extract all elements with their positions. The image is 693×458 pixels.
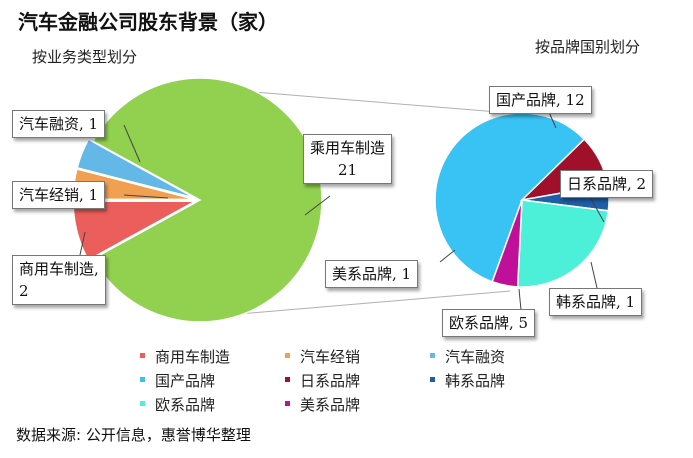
leader-line-passenger-car bbox=[304, 195, 331, 216]
leader-line-dealer bbox=[123, 194, 169, 199]
legend-label: 欧系品牌 bbox=[155, 396, 216, 414]
legend-label: 日系品牌 bbox=[300, 372, 361, 390]
leader-line-european-brand bbox=[518, 288, 522, 311]
data-label-us-brand: 美系品牌, 1 bbox=[325, 260, 419, 288]
leader-line-japanese-brand bbox=[589, 196, 605, 223]
data-label-european-brand: 欧系品牌, 5 bbox=[442, 309, 536, 337]
right-pie-subtitle: 按品牌国别划分 bbox=[535, 38, 641, 56]
legend-swatch bbox=[285, 377, 290, 382]
leader-line-us-brand bbox=[439, 249, 456, 263]
data-label-auto-finance: 汽车融资, 1 bbox=[12, 110, 106, 138]
data-label-passenger-car-value: 21 bbox=[337, 161, 358, 179]
legend-label: 汽车经销 bbox=[300, 348, 361, 366]
legend-item-auto-finance: 汽车融资 bbox=[430, 346, 505, 367]
data-label-korean-brand: 韩系品牌, 1 bbox=[549, 288, 643, 316]
legend-item-european-brand: 欧系品牌 bbox=[140, 394, 215, 415]
data-label-commercial-vehicle: 商用车制造, 2 bbox=[12, 255, 106, 305]
data-label-commercial-vehicle-value: 2 bbox=[19, 282, 29, 300]
pie-slice-- bbox=[76, 138, 196, 199]
data-label-japanese-brand: 日系品牌, 2 bbox=[560, 170, 654, 198]
legend-item-dealer: 汽车经销 bbox=[285, 346, 360, 367]
legend-item-korean-brand: 韩系品牌 bbox=[430, 370, 505, 391]
pie-slice-- bbox=[92, 77, 323, 323]
data-label-domestic-brand: 国产品牌, 12 bbox=[489, 86, 592, 114]
legend-label: 韩系品牌 bbox=[445, 372, 506, 390]
pie-slice-- bbox=[491, 199, 523, 288]
legend-label: 商用车制造 bbox=[155, 348, 231, 366]
chart-title: 汽车金融公司股东背景（家） bbox=[18, 10, 278, 34]
legend-swatch bbox=[285, 353, 290, 358]
legend-swatch bbox=[285, 401, 290, 406]
pie-slice-- bbox=[434, 112, 586, 283]
pie-slice-- bbox=[516, 199, 610, 288]
legend-swatch bbox=[140, 401, 145, 406]
legend-swatch bbox=[140, 353, 145, 358]
data-label-dealer: 汽车经销, 1 bbox=[12, 181, 106, 209]
legend-item-domestic-brand: 国产品牌 bbox=[140, 370, 215, 391]
data-label-commercial-vehicle-name: 商用车制造, bbox=[19, 260, 99, 278]
leader-line-korean-brand bbox=[590, 261, 598, 289]
legend-swatch bbox=[430, 353, 435, 358]
legend-item-us-brand: 美系品牌 bbox=[285, 394, 360, 415]
legend-swatch bbox=[140, 377, 145, 382]
leader-line-commercial-vehicle bbox=[79, 231, 86, 256]
legend-label: 国产品牌 bbox=[155, 372, 216, 390]
legend-item-japanese-brand: 日系品牌 bbox=[285, 370, 360, 391]
data-label-passenger-car: 乘用车制造 21 bbox=[303, 134, 393, 184]
left-pie-subtitle: 按业务类型划分 bbox=[32, 48, 138, 66]
legend-swatch bbox=[430, 377, 435, 382]
leader-line-auto-finance bbox=[123, 124, 141, 163]
legend-item-commercial-vehicle: 商用车制造 bbox=[140, 346, 230, 367]
data-label-passenger-car-name: 乘用车制造 bbox=[310, 139, 386, 157]
data-source-note: 数据来源: 公开信息，惠誉博华整理 bbox=[16, 426, 251, 444]
legend-label: 美系品牌 bbox=[300, 396, 361, 414]
legend-label: 汽车融资 bbox=[445, 348, 506, 366]
